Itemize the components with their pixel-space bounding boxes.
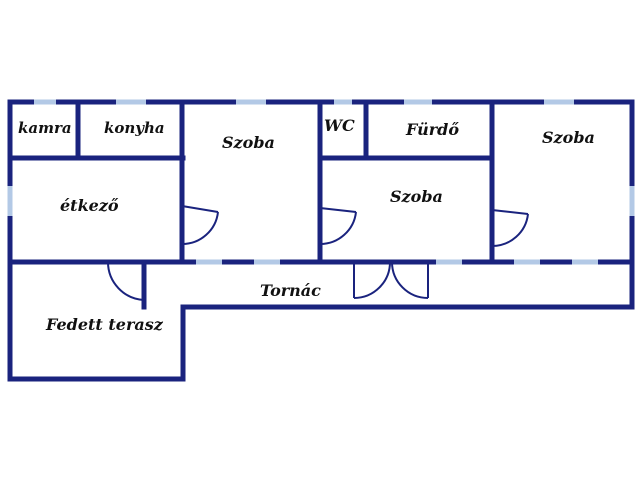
door (181, 205, 219, 213)
room-label-szoba-1: Szoba (222, 133, 275, 152)
door (319, 207, 357, 213)
room-label-etkezo: étkező (60, 196, 119, 215)
room-labels: kamra konyha Szoba WC Fürdő Szoba étkező… (18, 116, 595, 334)
door-swing (491, 213, 529, 248)
room-label-szoba-2: Szoba (390, 187, 443, 206)
room-label-wc: WC (324, 116, 355, 135)
walls (7, 99, 635, 382)
door-swing (319, 211, 357, 246)
doors (106, 205, 529, 301)
room-label-konyha: konyha (104, 119, 165, 137)
windows (7, 99, 635, 265)
door-swing (353, 261, 391, 299)
room-label-szoba-3: Szoba (542, 128, 595, 147)
door-swing (391, 261, 429, 299)
room-label-kamra: kamra (18, 119, 72, 137)
room-label-tornac: Tornác (260, 281, 321, 300)
door-swing (106, 261, 145, 301)
room-label-fedett-terasz: Fedett terasz (45, 315, 164, 334)
door-swing (181, 211, 219, 246)
room-label-furdo: Fürdő (405, 120, 459, 139)
outer-wall (7, 99, 635, 382)
door (491, 209, 529, 215)
